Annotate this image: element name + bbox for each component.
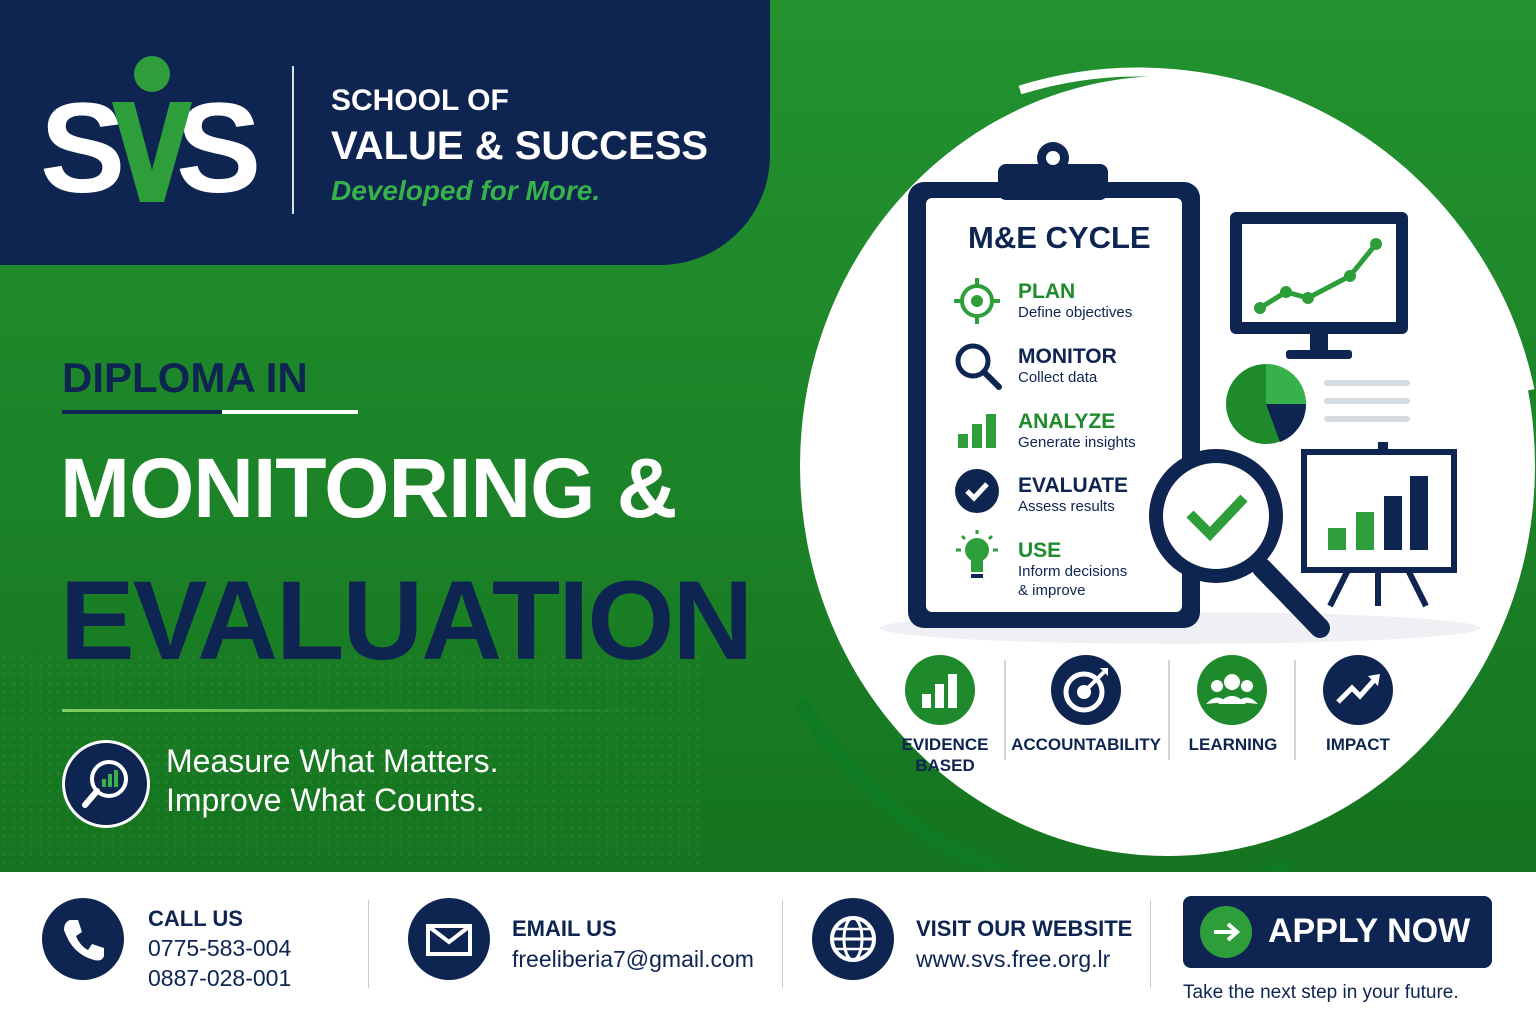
website-url[interactable]: www.svs.free.org.lr (916, 946, 1111, 972)
cycle-title: M&E CYCLE (968, 220, 1151, 255)
school-name-line1: SCHOOL OF (331, 84, 509, 117)
value-learning: LEARNING (1188, 735, 1278, 754)
value-divider (1294, 660, 1296, 760)
school-name-line2: VALUE & SUCCESS (331, 124, 709, 168)
value-evidence-line1: EVIDENCE (901, 735, 989, 754)
footer-divider (1150, 900, 1151, 988)
step-evaluate-title: EVALUATE (1018, 474, 1129, 497)
brand-tagline: Developed for More. (331, 175, 601, 206)
apply-subtext: Take the next step in your future. (1183, 982, 1459, 1003)
people-icon (1197, 655, 1267, 725)
svg-text:S: S (40, 77, 121, 212)
title-line1: MONITORING & (60, 441, 677, 535)
value-impact: IMPACT (1326, 735, 1390, 754)
arrow-right-icon[interactable] (1200, 906, 1252, 958)
svs-logo: S S (40, 56, 261, 212)
trend-arrow-icon (1323, 655, 1393, 725)
step-analyze-desc: Generate insights (1018, 434, 1136, 451)
step-monitor-title: MONITOR (1018, 345, 1117, 368)
apply-now-label[interactable]: APPLY NOW (1268, 912, 1471, 950)
footer-divider (782, 900, 783, 988)
motto-line2: Improve What Counts. (166, 782, 485, 818)
magnifier-chart-icon (62, 740, 150, 828)
bar-chart-icon (905, 655, 975, 725)
step-use-title: USE (1018, 539, 1062, 562)
email-label: EMAIL US (512, 916, 617, 941)
value-divider (1168, 660, 1170, 760)
title-divider (62, 709, 642, 712)
email-address[interactable]: freeliberia7@gmail.com (512, 946, 754, 972)
me-illustration (880, 142, 1480, 644)
footer-divider (368, 900, 369, 988)
bar-chart-icon (958, 414, 996, 448)
phone-number-1[interactable]: 0775-583-004 (148, 935, 292, 961)
kicker-underline (62, 410, 358, 414)
lightbulb-icon (956, 530, 998, 578)
target-arrow-icon (1051, 655, 1121, 725)
motto-line1: Measure What Matters. (166, 743, 499, 779)
brand-header: S S SCHOOL OF VALUE & SUCCESS Developed … (0, 0, 770, 265)
svg-text:S: S (176, 77, 261, 212)
website-label: VISIT OUR WEBSITE (916, 916, 1133, 941)
title-line2: EVALUATION (60, 558, 753, 683)
globe-icon (812, 898, 894, 980)
value-accountability: ACCOUNTABILITY (1011, 735, 1161, 754)
value-evidence-line2: BASED (915, 756, 975, 775)
step-evaluate-desc: Assess results (1018, 498, 1115, 515)
value-divider (1004, 660, 1006, 760)
phone-icon (42, 898, 124, 980)
brand-divider (292, 66, 294, 214)
step-analyze-title: ANALYZE (1018, 410, 1116, 433)
step-use-desc: Inform decisions (1018, 563, 1128, 580)
phone-number-2[interactable]: 0887-028-001 (148, 965, 292, 991)
magnifier-icon (955, 343, 1002, 390)
diploma-kicker: DIPLOMA IN (62, 354, 308, 401)
call-label: CALL US (148, 906, 243, 931)
step-plan-title: PLAN (1018, 280, 1076, 303)
check-circle-icon (955, 469, 999, 513)
envelope-icon (408, 898, 490, 980)
step-use-desc2: & improve (1018, 582, 1086, 599)
step-plan-desc: Define objectives (1018, 304, 1133, 321)
target-icon (954, 278, 1000, 324)
step-monitor-desc: Collect data (1018, 369, 1098, 386)
